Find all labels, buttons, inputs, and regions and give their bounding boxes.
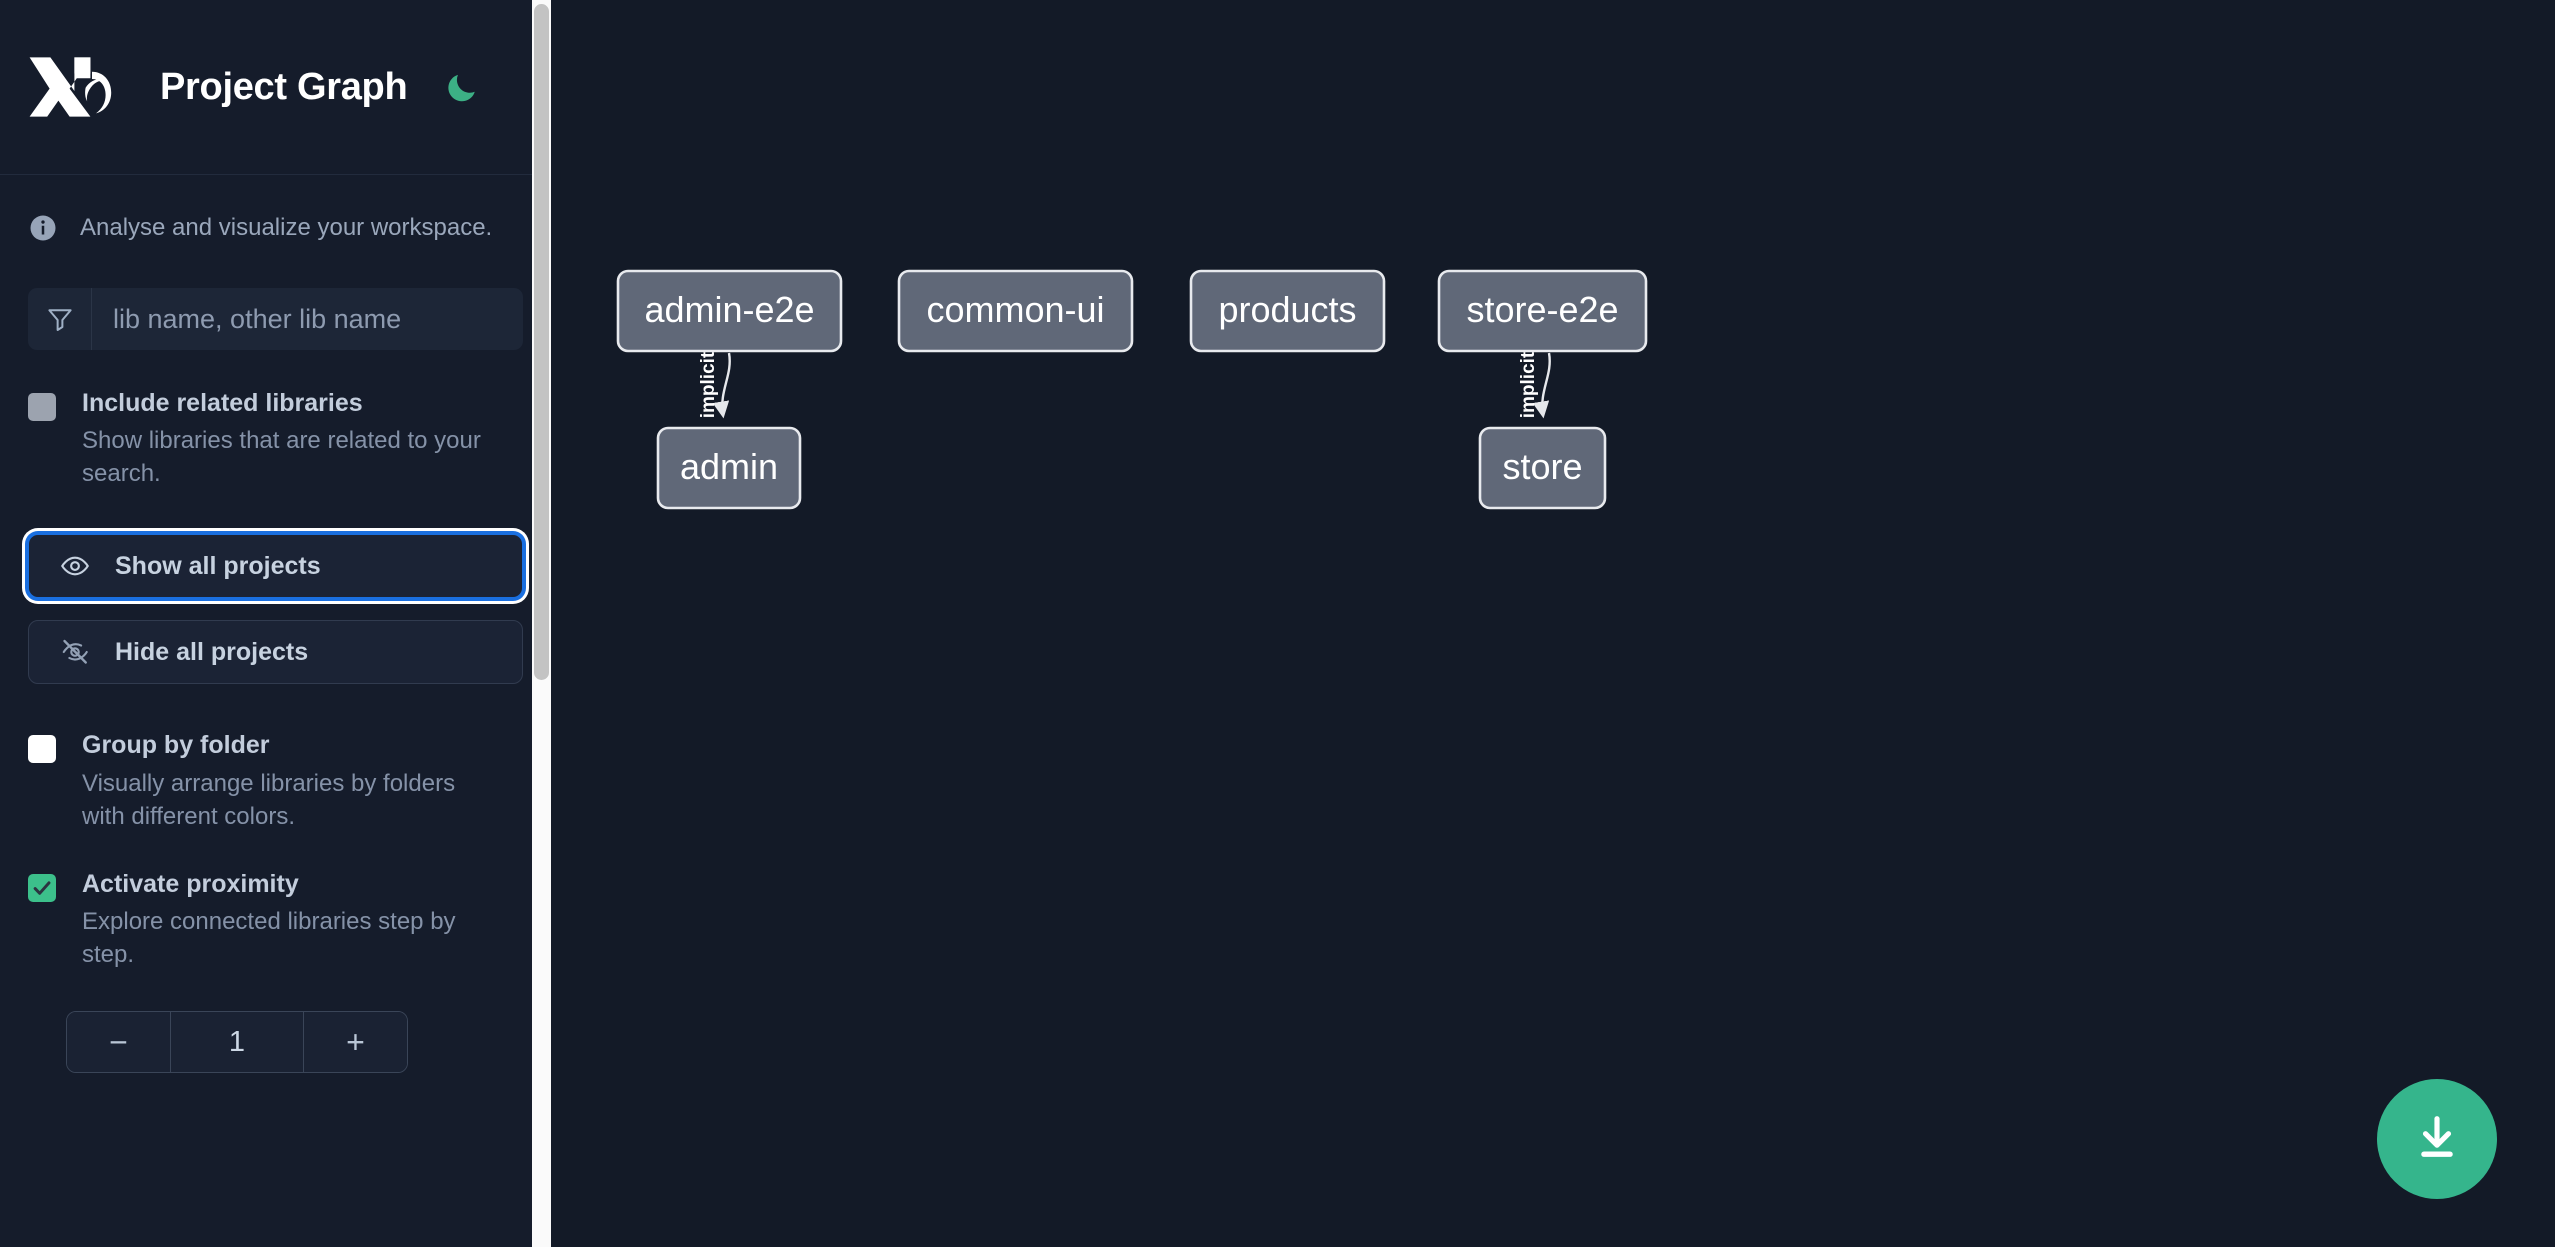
option-text-activate-proximity: Activate proximity Explore connected lib… xyxy=(82,869,482,971)
search-input[interactable] xyxy=(92,288,523,350)
node-label: admin xyxy=(680,446,778,487)
edge-label: implicit xyxy=(1518,351,1539,418)
option-label: Include related libraries xyxy=(82,389,363,417)
option-label: Activate proximity xyxy=(82,869,299,898)
sidebar-scrollbar-thumb[interactable] xyxy=(534,4,549,680)
moon-icon[interactable] xyxy=(439,64,485,110)
option-description: Explore connected libraries step by step… xyxy=(82,908,456,969)
option-description: Visually arrange libraries by folders wi… xyxy=(82,769,456,830)
graph-node-products[interactable]: products xyxy=(1189,269,1386,353)
tagline: Analyse and visualize your workspace. xyxy=(0,175,551,280)
nx-logo-icon xyxy=(28,54,124,120)
sidebar-body: Include related libraries Show libraries… xyxy=(0,288,551,1074)
node-label: admin-e2e xyxy=(644,289,814,330)
hide-all-projects-label: Hide all projects xyxy=(115,637,309,666)
download-graph-button[interactable] xyxy=(2377,1079,2497,1199)
graph-edge-store[interactable]: implicit xyxy=(1518,351,1551,419)
checkbox-include-related-libraries[interactable] xyxy=(28,393,56,421)
show-all-projects-button[interactable]: Show all projects xyxy=(28,534,523,599)
edge-label: implicit xyxy=(698,351,719,418)
page-title: Project Graph xyxy=(160,65,408,108)
proximity-decrement-button[interactable]: − xyxy=(67,1012,171,1073)
funnel-icon xyxy=(28,288,92,350)
graph-node-common-ui[interactable]: common-ui xyxy=(897,269,1134,353)
graph-node-admin-e2e[interactable]: admin-e2e xyxy=(616,269,843,353)
graph-node-store[interactable]: store xyxy=(1478,426,1607,510)
sidebar-header: Project Graph xyxy=(0,0,551,175)
option-group-by-folder[interactable]: Group by folder Visually arrange librari… xyxy=(28,730,523,832)
option-include-related-libraries[interactable]: Include related libraries Show libraries… xyxy=(28,388,523,490)
project-graph-svg[interactable]: implicit implicit admin-e2e common-ui pr… xyxy=(551,0,2555,1247)
checkbox-group-by-folder[interactable] xyxy=(28,735,56,764)
info-icon xyxy=(28,213,58,243)
visibility-buttons: Show all projects Hide all projects xyxy=(28,534,523,685)
option-text-group-by-folder: Group by folder Visually arrange librari… xyxy=(82,730,482,832)
checkbox-activate-proximity[interactable] xyxy=(28,873,56,902)
graph-edge-admin[interactable]: implicit xyxy=(698,351,731,419)
proximity-value: 1 xyxy=(171,1012,303,1073)
option-activate-proximity[interactable]: Activate proximity Explore connected lib… xyxy=(28,869,523,971)
proximity-stepper: − 1 + xyxy=(66,1011,408,1074)
eye-icon xyxy=(59,550,91,582)
eye-off-icon xyxy=(59,636,91,668)
graph-node-admin[interactable]: admin xyxy=(656,426,802,510)
node-label: products xyxy=(1218,289,1356,330)
tagline-text: Analyse and visualize your workspace. xyxy=(80,213,493,241)
hide-all-projects-button[interactable]: Hide all projects xyxy=(28,620,523,685)
show-all-projects-label: Show all projects xyxy=(115,551,321,580)
sidebar: Project Graph Analyse and visualize your… xyxy=(0,0,551,1247)
option-label: Group by folder xyxy=(82,731,270,760)
option-text-include-related: Include related libraries Show libraries… xyxy=(82,388,482,490)
sidebar-scrollbar[interactable] xyxy=(532,0,551,1247)
node-label: common-ui xyxy=(926,289,1104,330)
filter-search-box[interactable] xyxy=(28,288,523,350)
graph-canvas[interactable]: implicit implicit admin-e2e common-ui pr… xyxy=(551,0,2555,1247)
download-icon xyxy=(2410,1111,2464,1168)
option-description: Show libraries that are related to your … xyxy=(82,427,481,488)
proximity-increment-button[interactable]: + xyxy=(303,1012,407,1073)
node-label: store-e2e xyxy=(1466,289,1618,330)
node-label: store xyxy=(1502,446,1582,487)
graph-node-store-e2e[interactable]: store-e2e xyxy=(1437,269,1648,353)
